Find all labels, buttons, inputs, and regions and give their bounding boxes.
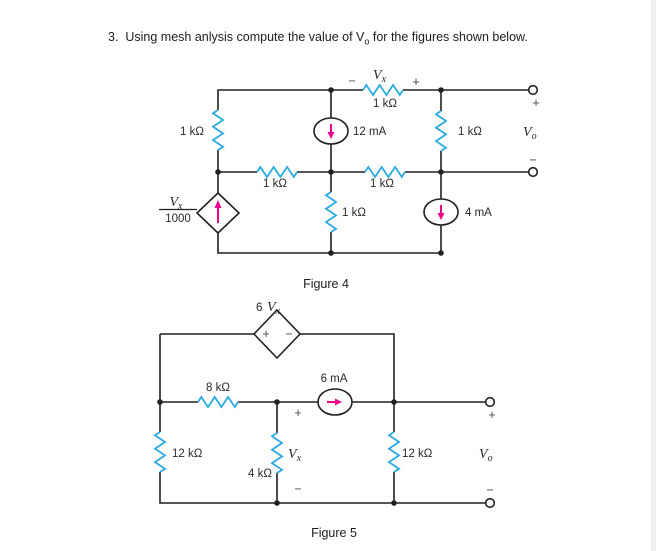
vo-label: Vo: [523, 125, 537, 142]
resistor-4k: [270, 432, 284, 474]
junction-dot: [438, 250, 444, 256]
right-arrowhead-icon: [335, 398, 342, 406]
vo-label: Vo: [479, 447, 493, 464]
junction-dot: [328, 169, 334, 175]
gain-coefficient: 6: [256, 302, 262, 314]
problem-title-subscript: o: [364, 36, 370, 47]
resistor-1k-mid-left: [256, 165, 298, 179]
junction-dot: [438, 169, 444, 175]
figure5-caption: Figure 5: [311, 526, 357, 540]
junction-dots: [157, 399, 397, 506]
resistor-1k-center: [324, 191, 338, 233]
vx-sub: x: [296, 453, 302, 464]
junction-dot: [391, 399, 397, 405]
vx-minus-sign: −: [294, 482, 301, 496]
output-terminal-bottom: [484, 497, 496, 509]
vo-minus-sign: −: [529, 153, 536, 167]
resistor-1k-mid-right: [364, 165, 406, 179]
source-minus-sign: −: [285, 327, 292, 341]
dependent-current-source: [195, 191, 241, 235]
vo-sub: o: [488, 453, 493, 464]
resistor-label: 12 kΩ: [402, 448, 433, 460]
vo-minus-sign: −: [486, 483, 493, 497]
junction-dot: [328, 250, 334, 256]
resistor-1k-top: [362, 83, 404, 97]
output-terminal-top: [484, 396, 496, 408]
up-arrowhead-icon: [214, 200, 222, 208]
vo-plus-sign: +: [532, 96, 539, 110]
problem-title: 3. Using mesh anlysis compute the value …: [108, 30, 528, 47]
current-source-6ma: [317, 388, 353, 416]
dep-sub: x: [275, 306, 281, 317]
vo-main: V: [523, 125, 533, 140]
current-source-12ma: [313, 117, 349, 145]
vx-minus-sign: −: [348, 74, 355, 88]
output-terminal-top: [527, 84, 539, 96]
vo-plus-sign: +: [488, 408, 495, 422]
resistor-label: 1 kΩ: [342, 207, 366, 219]
resistor-1k-left: [211, 109, 225, 151]
junction-dot: [274, 500, 280, 506]
resistor-label: 12 kΩ: [172, 448, 203, 460]
junction-dot: [215, 169, 221, 175]
dependent-voltage-source: + − 6 Vx: [252, 300, 302, 360]
controlling-voltage-label: Vx: [267, 300, 281, 317]
resistor-label: 1 kΩ: [180, 126, 204, 138]
resistor-8k: [197, 395, 239, 409]
problem-title-text: 3. Using mesh anlysis compute the value …: [108, 30, 365, 44]
source-label-6ma: 6 mA: [321, 373, 348, 385]
vx-main: V: [288, 447, 298, 462]
resistor-12k-right: [387, 431, 401, 473]
down-arrowhead-icon: [327, 132, 335, 139]
figure5-circuit: + − 6 Vx 8 kΩ: [153, 300, 496, 540]
junction-dots: [215, 87, 444, 256]
vx-label: Vx: [373, 68, 387, 85]
problem-title-suffix: for the figures shown below.: [369, 30, 528, 44]
junction-dot: [391, 500, 397, 506]
junction-dot: [157, 399, 163, 405]
numerator-main: V: [169, 195, 179, 210]
fraction-denominator: 1000: [165, 213, 191, 225]
junction-dot: [274, 399, 280, 405]
source-label-4ma: 4 mA: [465, 207, 492, 219]
resistor-label: 1 kΩ: [458, 126, 482, 138]
vo-sub: o: [532, 131, 537, 142]
vx-plus-sign: +: [412, 75, 419, 89]
junction-dot: [438, 87, 444, 93]
output-terminal-bottom: [527, 166, 539, 178]
vx-plus-sign: +: [294, 406, 301, 420]
vx-main: V: [373, 68, 383, 83]
resistor-1k-right: [434, 110, 448, 152]
resistor-label: 1 kΩ: [263, 178, 287, 190]
resistor-label: 1 kΩ: [373, 98, 397, 110]
vo-main: V: [479, 447, 489, 462]
source-label-12ma: 12 mA: [353, 126, 387, 138]
figure5-wires: [159, 333, 486, 504]
resistor-12k-left: [153, 431, 167, 473]
numerator-sub: x: [177, 201, 183, 212]
resistor-label: 1 kΩ: [370, 178, 394, 190]
vx-label: Vx: [288, 447, 302, 464]
resistor-label: 4 kΩ: [248, 468, 272, 480]
vx-sub: x: [381, 74, 387, 85]
down-arrowhead-icon: [437, 213, 445, 220]
figure4-wires: [217, 89, 529, 254]
figure4-circuit: 1 kΩ − Vx + 1 kΩ 12 mA 1 kΩ 1 kΩ 1 kΩ 1 …: [159, 68, 540, 291]
dep-main: V: [267, 300, 277, 315]
figure4-caption: Figure 4: [303, 277, 349, 291]
source-plus-sign: +: [262, 327, 269, 341]
page-edge: [651, 0, 656, 551]
diamond-source: [252, 308, 302, 360]
current-source-4ma: [423, 198, 459, 226]
junction-dot: [328, 87, 334, 93]
fraction-numerator: Vx: [169, 195, 183, 212]
resistor-label: 8 kΩ: [206, 382, 230, 394]
dependent-source-gain-label: Vx 1000: [159, 195, 197, 225]
